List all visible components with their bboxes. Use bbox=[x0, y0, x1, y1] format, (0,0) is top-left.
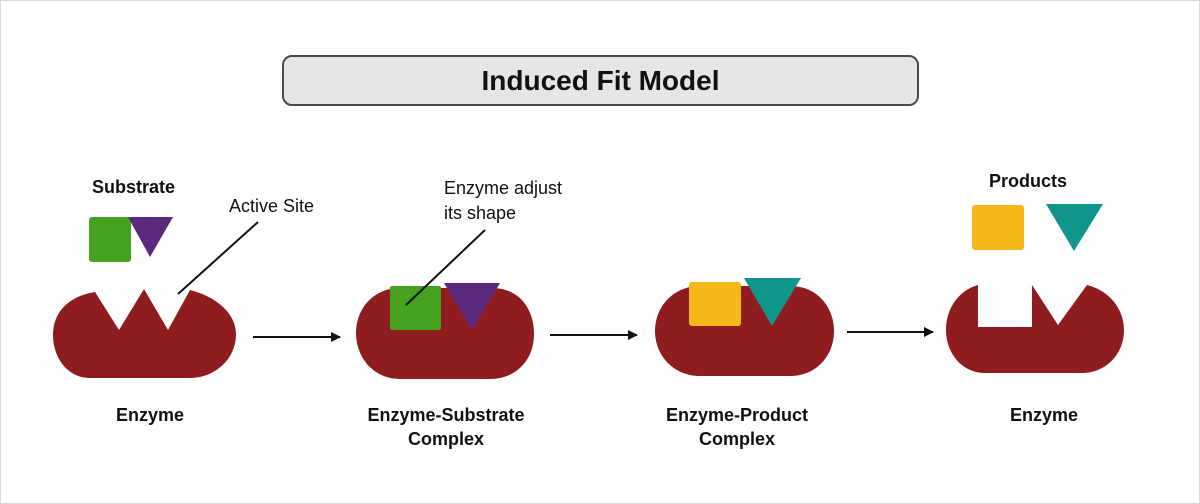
substrate-square bbox=[89, 217, 131, 262]
product-square bbox=[972, 205, 1024, 250]
product-triangle bbox=[1046, 204, 1103, 251]
product-triangle-bound bbox=[744, 278, 801, 326]
bound-substrate-triangle bbox=[444, 283, 500, 330]
enzyme-adjust-label-line2: its shape bbox=[444, 203, 517, 223]
product-square-bound bbox=[689, 282, 741, 326]
enzyme-shape-stage3 bbox=[655, 286, 834, 376]
enzyme-shape-stage2 bbox=[356, 288, 534, 379]
stage3-label-line2: Complex bbox=[698, 429, 776, 449]
stage3-label-line1: Enzyme-Product bbox=[665, 405, 809, 425]
enzyme-shape-stage4 bbox=[946, 285, 1124, 373]
stage4-label: Enzyme bbox=[1009, 405, 1079, 425]
products-label: Products bbox=[989, 171, 1068, 191]
enzyme-adjust-pointer bbox=[405, 229, 486, 306]
active-site-label: Active Site bbox=[229, 196, 315, 216]
substrate-triangle bbox=[128, 217, 173, 257]
stage1-label: Enzyme bbox=[115, 405, 185, 425]
active-site-pointer bbox=[177, 221, 259, 295]
stage2-label-line1: Enzyme-Substrate bbox=[367, 405, 525, 425]
enzyme-shape-stage1 bbox=[53, 289, 236, 378]
substrate-label: Substrate bbox=[92, 177, 176, 197]
diagram-title: Induced Fit Model bbox=[481, 64, 720, 96]
title-box: Induced Fit Model bbox=[282, 55, 919, 106]
stage2-label-line2: Complex bbox=[407, 429, 485, 449]
bound-substrate-square bbox=[390, 286, 441, 330]
enzyme-adjust-label-line1: Enzyme adjust bbox=[444, 178, 563, 198]
